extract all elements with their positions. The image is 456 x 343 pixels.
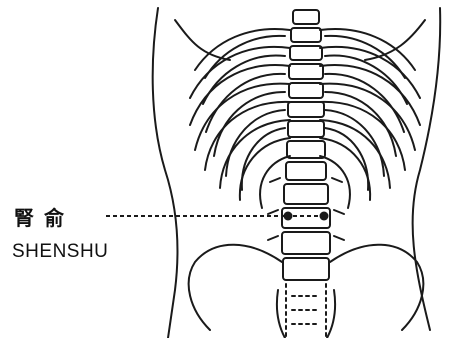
acupoint-left-marker (284, 212, 293, 221)
ribs-right (320, 29, 420, 208)
acupoint-right-marker (320, 212, 329, 221)
torso-outline-right (413, 8, 441, 330)
sacrum (286, 284, 326, 336)
scapula-left (175, 20, 230, 60)
point-label-chinese: 腎俞 (14, 202, 74, 231)
ribs-left (190, 29, 290, 208)
torso-outline-left (153, 8, 178, 338)
spine (268, 10, 344, 280)
point-label-english: SHENSHU (12, 241, 108, 263)
